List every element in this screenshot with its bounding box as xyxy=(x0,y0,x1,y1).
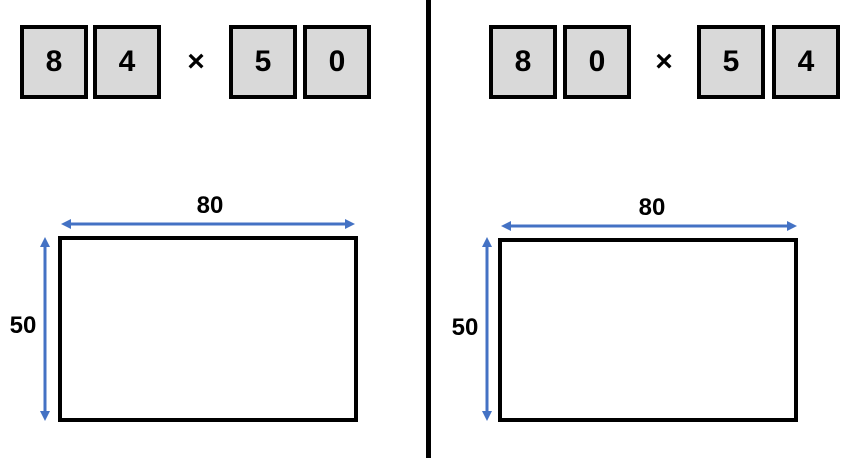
width-label: 80 xyxy=(639,194,666,221)
times-sign: × xyxy=(655,45,673,78)
height-label: 50 xyxy=(452,314,479,341)
digit-tile: 0 xyxy=(303,25,371,99)
right-multiplication: 8 0 × 5 4 xyxy=(432,25,857,99)
digit-tile: 4 xyxy=(93,25,161,99)
left-multiplication: 8 4 × 5 0 xyxy=(0,25,427,99)
digit-tile: 0 xyxy=(563,25,631,99)
digit-tile: 5 xyxy=(697,25,765,99)
right-panel: 8 0 × 5 4 80 50 xyxy=(432,0,857,458)
rectangle xyxy=(498,238,798,422)
digit-tile: 8 xyxy=(20,25,88,99)
digit-tile: 4 xyxy=(772,25,840,99)
digit-tile: 8 xyxy=(489,25,557,99)
height-label: 50 xyxy=(10,312,37,339)
rectangle xyxy=(58,236,358,422)
width-label: 80 xyxy=(197,192,224,219)
left-panel: 8 4 × 5 0 80 50 xyxy=(0,0,427,458)
digit-tile: 5 xyxy=(229,25,297,99)
right-rectangle-diagram: 80 50 xyxy=(452,194,798,422)
panel-divider xyxy=(426,0,431,458)
left-rectangle-diagram: 80 50 xyxy=(10,192,358,422)
times-sign: × xyxy=(187,45,205,78)
